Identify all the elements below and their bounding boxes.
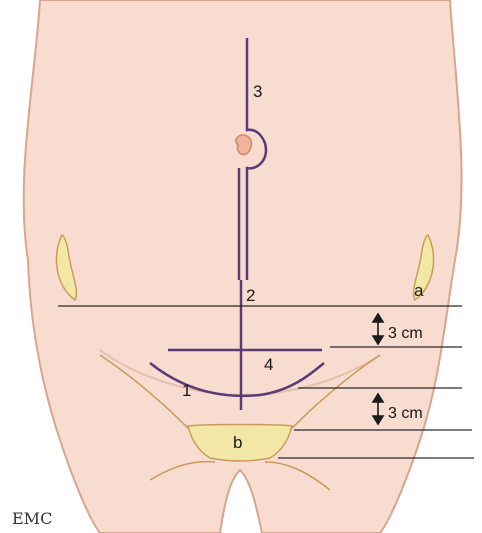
incision-1-label: 1 <box>182 381 191 400</box>
landmark-a-label: a <box>414 281 424 300</box>
incision-3-label: 3 <box>253 82 262 101</box>
incision-2-label: 2 <box>246 286 255 305</box>
landmark-b-label: b <box>233 433 242 452</box>
incision-4-label: 4 <box>264 355 273 374</box>
emc-watermark: EMC <box>12 509 52 528</box>
umbilicus <box>236 135 252 154</box>
upper-measure-label: 3 cm <box>388 325 423 342</box>
lower-measure-label: 3 cm <box>388 405 423 422</box>
